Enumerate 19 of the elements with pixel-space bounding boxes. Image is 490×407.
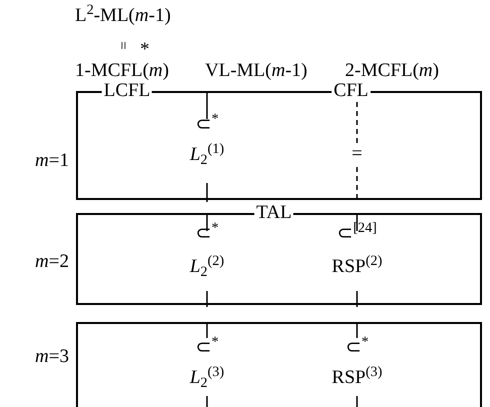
row-label: m=3 [35, 347, 69, 366]
equality-symbol: = [114, 41, 130, 50]
class-symbol: RSP$^{(2)}$ [332, 257, 382, 276]
subset-symbol: ⊂$^{*}$ [195, 115, 219, 134]
class-label: 1-MCFL(m) [75, 61, 169, 80]
subset-symbol: ⊂$^{*}$ [195, 338, 219, 357]
region-label: CFL [332, 81, 370, 100]
class-label: 2-MCFL(m) [345, 61, 439, 80]
region-box [76, 322, 482, 407]
subset-symbol: ⊂$^{[24]}$ [337, 224, 377, 243]
equality-symbol: = [352, 144, 362, 163]
subset-symbol: ⊂$^{*}$ [195, 224, 219, 243]
row-label: m=1 [35, 151, 69, 170]
class-label: VL-ML(m-1) [205, 61, 308, 80]
subset-symbol: ⊂$^{*}$ [345, 338, 369, 357]
row-label: m=2 [35, 252, 69, 271]
formula-label: L$^{2}$-ML(m-1) [75, 6, 171, 25]
asterisk-mark: * [140, 40, 150, 59]
class-symbol: RSP$^{(3)}$ [332, 368, 382, 387]
